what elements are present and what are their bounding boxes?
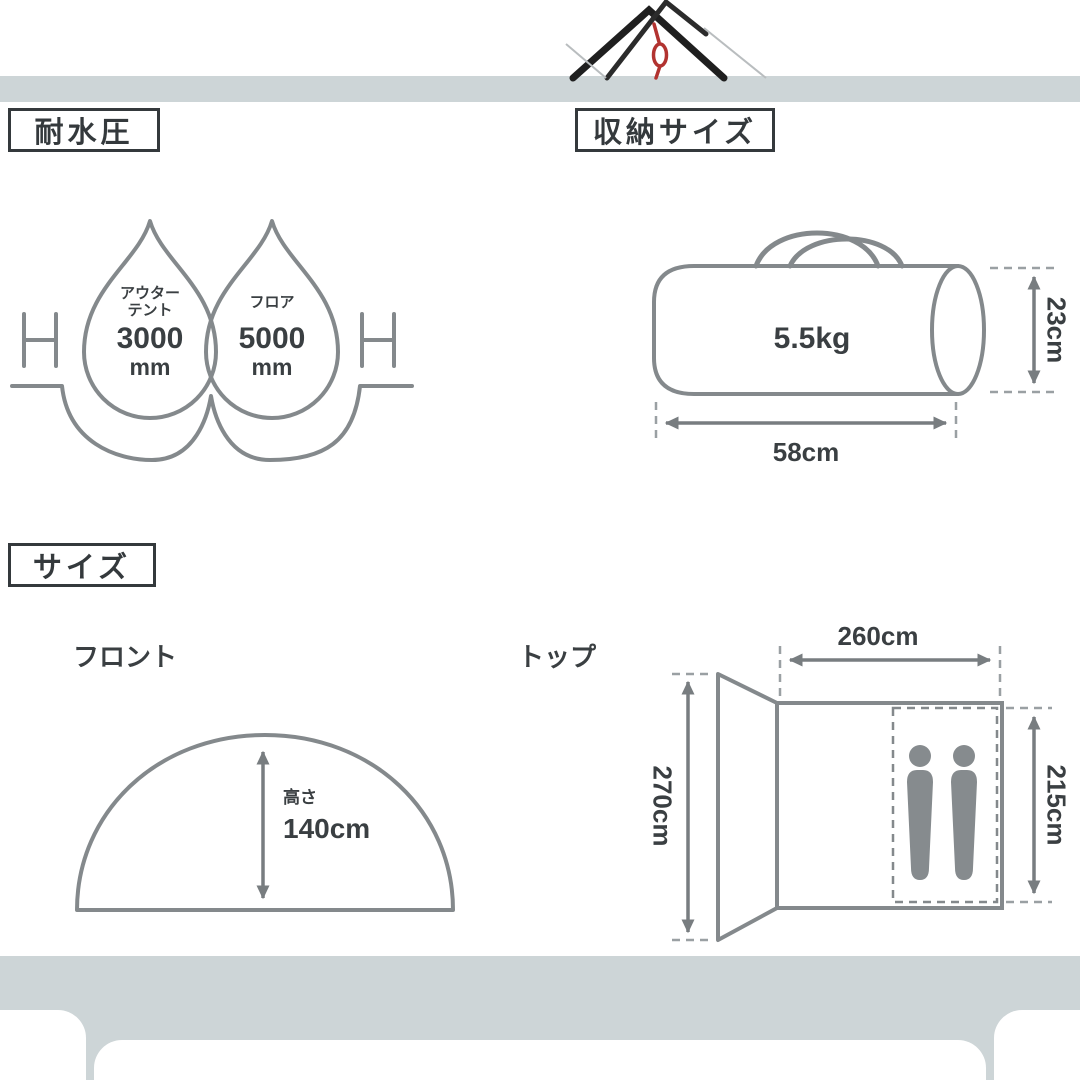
gauge-left-icon: [22, 312, 58, 368]
bag-end-cap: [930, 264, 986, 396]
water-drop-outer-tent: [82, 219, 218, 420]
top-view-label: トップ: [518, 642, 597, 672]
storage-bag-diagram: [652, 230, 1054, 440]
bag-height-dimension: 23cm: [1041, 296, 1072, 364]
bag-body: [652, 264, 960, 396]
water-resistance-diagram: [10, 219, 414, 462]
bag-handle-icon: [753, 230, 881, 269]
drop-outer-tent-unit: mm: [129, 354, 171, 380]
tent-photo-fragment: [565, 0, 767, 82]
bottom-center-card: [94, 1040, 986, 1080]
gauge-right-icon: [360, 312, 396, 368]
sleeper-head-icon: [909, 745, 931, 767]
section-title-storage-size: 収納サイズ: [575, 108, 775, 152]
carabiner-icon: [651, 42, 669, 68]
section-title-label: 耐水圧: [34, 117, 134, 149]
bag-length-dimension: 58cm: [772, 437, 840, 467]
bottom-left-card: [0, 1010, 86, 1080]
bag-weight-label: 5.5kg: [773, 322, 851, 355]
top-divider-band: [0, 76, 1080, 102]
dome-height-caption: 高さ: [283, 788, 317, 807]
bottom-right-card: [994, 1010, 1080, 1080]
sleeping-area-dashed: [891, 706, 999, 904]
drop-outer-tent-label-line1: アウター: [119, 285, 181, 302]
drop-floor-unit: mm: [251, 354, 293, 380]
bag-handle-icon: [787, 236, 905, 269]
top-view-diagram: [672, 646, 1052, 942]
inner-length-dimension: 215cm: [1041, 764, 1072, 846]
sleeper-body-icon: [951, 770, 977, 880]
section-title-label: サイズ: [32, 552, 132, 584]
sleeper-head-icon: [953, 745, 975, 767]
top-depth-dimension: 270cm: [647, 765, 678, 847]
water-drop-floor: [204, 219, 340, 420]
top-width-dimension: 260cm: [837, 621, 919, 651]
drop-outer-tent-label-line2: テント: [127, 302, 173, 319]
sleeper-body-icon: [907, 770, 933, 880]
vestibule-outline: [716, 672, 779, 942]
dome-outline: [75, 733, 455, 912]
drop-floor-value: 5000: [238, 322, 306, 355]
front-view-label: フロント: [73, 642, 178, 672]
front-dome-diagram: [75, 733, 455, 912]
bottom-band: [0, 956, 1080, 1080]
sleeper-figures: [907, 745, 977, 880]
section-title-size: サイズ: [8, 543, 156, 587]
drop-floor-label: フロア: [249, 294, 295, 311]
water-surface-line: [10, 384, 414, 462]
inner-tent-outline: [775, 701, 1004, 910]
drop-outer-tent-value: 3000: [116, 322, 184, 355]
dome-height-dimension: 140cm: [283, 813, 371, 844]
section-title-label: 収納サイズ: [592, 117, 758, 149]
section-title-water-resistance: 耐水圧: [8, 108, 160, 152]
